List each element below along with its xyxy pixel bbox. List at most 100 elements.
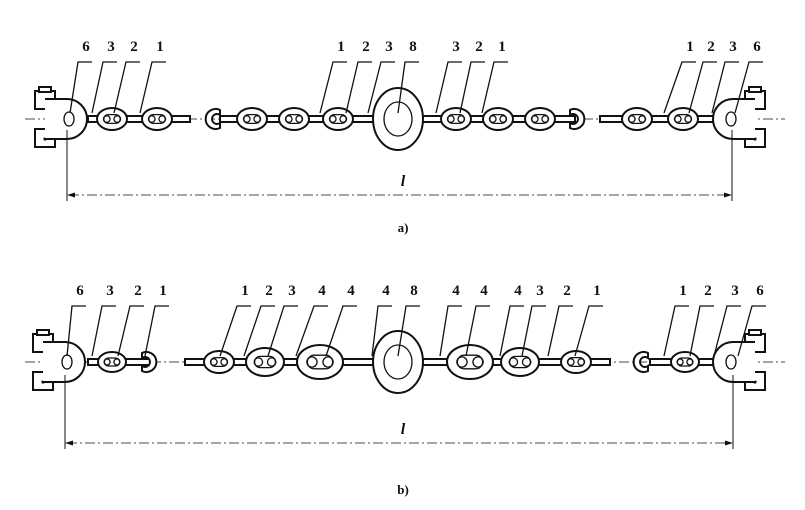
link-outer (245, 347, 285, 377)
chain-link (500, 347, 540, 377)
link-hole (306, 356, 318, 368)
chain-link (245, 347, 285, 377)
chain-link (446, 344, 494, 380)
part-number-label: 2 (475, 39, 483, 55)
leader-line (688, 61, 717, 114)
fork-end (204, 108, 221, 130)
arrowhead (725, 440, 733, 446)
arrowhead (724, 192, 732, 198)
link-outer (322, 107, 354, 131)
part-number-label: 3 (385, 39, 393, 55)
link-outer (96, 107, 128, 131)
part-number-label: 4 (347, 283, 355, 299)
link-hole (266, 357, 277, 367)
leader-line (711, 61, 739, 114)
part-number-label: 6 (76, 283, 84, 299)
part-number-label: 2 (563, 283, 571, 299)
part-number-label: 8 (409, 39, 417, 55)
link-outer (667, 107, 699, 131)
link-hole (457, 115, 466, 123)
shackle-body (43, 341, 86, 383)
leader-line (219, 305, 251, 357)
leader-line (713, 305, 741, 357)
link-hole (676, 358, 684, 366)
link-outer (621, 107, 653, 131)
shackle-eye (725, 354, 737, 370)
leader-line (435, 61, 462, 114)
link-hole (253, 115, 262, 123)
link-outer (524, 107, 556, 131)
part-number-label: 2 (704, 283, 712, 299)
leader-line (689, 305, 714, 357)
leader-line (319, 61, 347, 114)
leader-line (91, 61, 117, 114)
link-outer (236, 107, 268, 131)
part-number-label: 3 (106, 283, 114, 299)
chain-link (203, 350, 235, 374)
shackle-pin-head (36, 329, 50, 336)
link-hole (566, 358, 575, 366)
link-hole (113, 358, 121, 366)
shackle-pin-head (748, 86, 762, 93)
chain-link (141, 107, 173, 131)
part-number-label: 2 (265, 283, 273, 299)
part-number-label: 6 (756, 283, 764, 299)
shackle (32, 329, 86, 391)
leader-line (371, 305, 392, 357)
link-hole (521, 357, 532, 367)
leader-line (499, 305, 524, 357)
shackle (712, 329, 766, 391)
part-number-label: 4 (480, 283, 488, 299)
part-number-label: 2 (130, 39, 138, 55)
dimension-label-a: l (401, 173, 406, 190)
part-number-label: 1 (679, 283, 687, 299)
part-number-label: 1 (593, 283, 601, 299)
fork-end (569, 108, 586, 130)
leader-line (547, 305, 573, 357)
link-hole (446, 115, 455, 123)
part-number-label: 1 (241, 283, 249, 299)
shackle-body (712, 341, 755, 383)
leader-line (139, 61, 166, 114)
part-number-label: 6 (82, 39, 90, 55)
leader-line (113, 61, 140, 114)
part-number-label: 4 (318, 283, 326, 299)
part-number-label: 1 (498, 39, 506, 55)
link-hole (242, 115, 251, 123)
leader-line (397, 61, 419, 114)
shackle-pin-head (748, 329, 762, 336)
link-outer (141, 107, 173, 131)
link-hole (673, 115, 682, 123)
part-number-label: 1 (156, 39, 164, 55)
link-hole (541, 115, 550, 123)
link-hole (295, 115, 304, 123)
part-number-label: 4 (514, 283, 522, 299)
link-outer (97, 351, 127, 373)
link-hole (499, 115, 508, 123)
chain-link (278, 107, 310, 131)
leader-line (243, 305, 275, 357)
link-outer (446, 344, 494, 380)
link-outer (440, 107, 472, 131)
fork-end (632, 351, 649, 373)
leader-line (465, 305, 490, 357)
link-outer (482, 107, 514, 131)
link-hole (253, 357, 264, 367)
link-hole (284, 115, 293, 123)
shackle-body (45, 98, 88, 140)
link-hole (530, 115, 539, 123)
chain-link (670, 351, 700, 373)
link-outer (278, 107, 310, 131)
link-outer (670, 351, 700, 373)
part-number-label: 3 (729, 39, 737, 55)
leader-line (267, 305, 298, 357)
fork-end (141, 351, 158, 373)
chain-link (482, 107, 514, 131)
link-hole (147, 115, 156, 123)
part-number-label: 4 (452, 283, 460, 299)
master-ring (372, 330, 424, 394)
link-hole (103, 358, 111, 366)
chain-link (621, 107, 653, 131)
link-outer (296, 344, 344, 380)
